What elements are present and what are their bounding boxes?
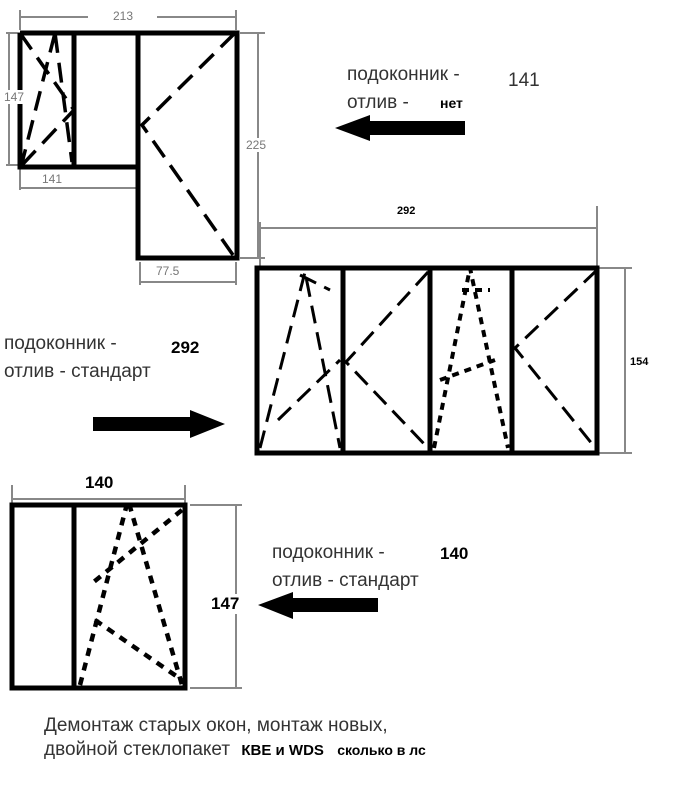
window1-opening-lines [18,31,237,257]
dim-141: 141 [42,172,63,186]
window1-frame [17,30,240,261]
w3-drip-label: отлив - стандарт [272,570,419,591]
arrows [93,115,465,619]
dim-147: 147 [4,90,25,104]
window3-opening-lines [77,491,185,686]
w1-drip-value: нет [440,95,463,111]
footer-note: Демонтаж старых окон, монтаж новых, двой… [44,714,426,763]
footer-question: сколько в лс [337,742,426,758]
dimension-lines [6,10,632,689]
dim-154: 154 [630,356,649,368]
w3-sill-value: 140 [440,544,469,563]
arrow-left-1 [335,115,465,141]
window3-frame [9,502,188,691]
arrow-left-3 [258,592,378,619]
w2-sill-label: подоконник - [4,333,117,354]
window2-opening-lines [258,267,599,451]
w1-sill-value: 141 [508,70,540,91]
footer-line2: двойной стеклопакет [44,739,231,760]
w1-sill-label: подоконник - [347,64,460,85]
dim-292: 292 [397,205,416,217]
dim-225: 225 [246,138,267,152]
dim-140: 140 [85,473,114,492]
w2-sill-value: 292 [171,338,200,357]
dim-77-5: 77.5 [156,264,180,278]
w2-drip-label: отлив - стандарт [4,361,151,382]
footer-brands: КВЕ и WDS [241,742,324,759]
w3-sill-label: подоконник - [272,542,385,563]
window2-frame [254,265,600,456]
arrow-right-2 [93,410,225,438]
w1-drip-label: отлив - [347,92,409,113]
dim-147-w3: 147 [211,594,240,614]
dim-213: 213 [113,9,134,23]
footer-line1: Демонтаж старых окон, монтаж новых, [44,715,388,736]
